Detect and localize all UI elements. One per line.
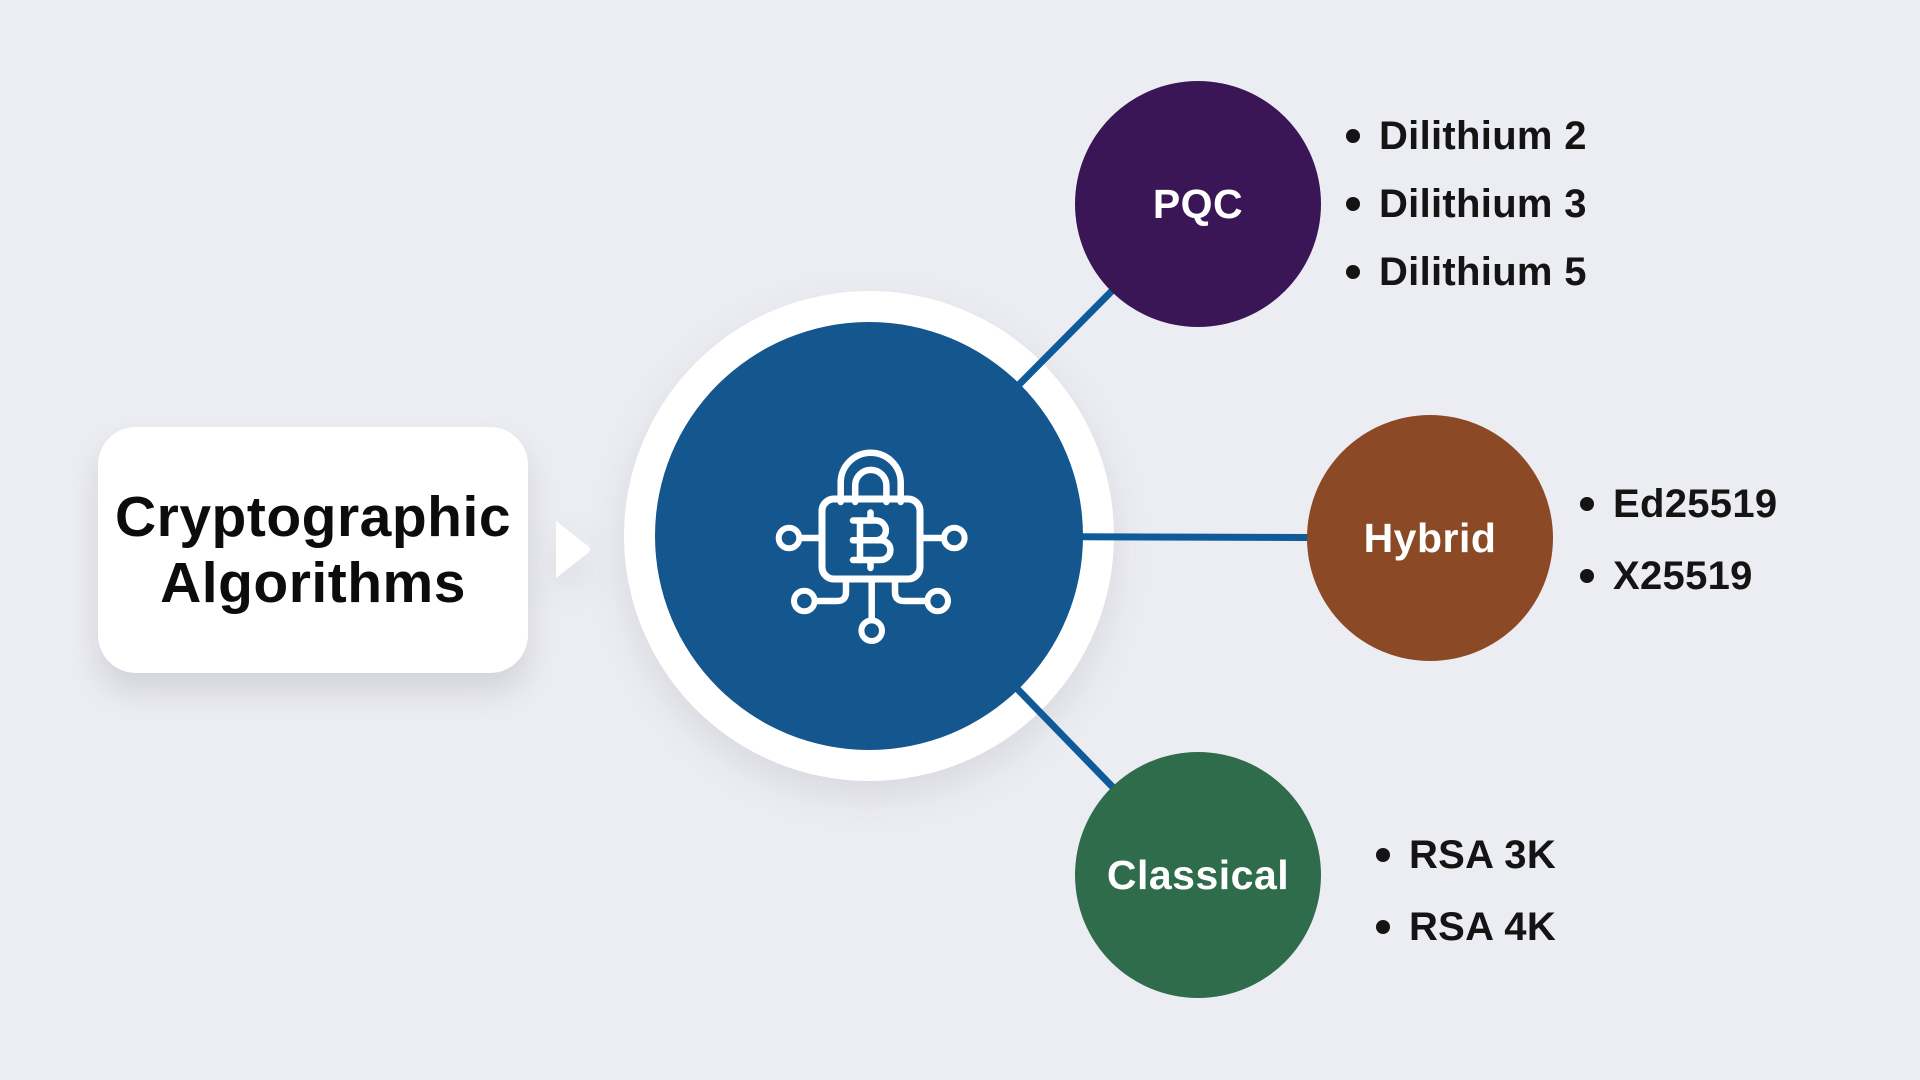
list-item: Dilithium 3 [1346,170,1587,238]
list-item: X25519 [1580,540,1777,612]
hybrid-circle [1307,415,1553,661]
bubble-tail [556,521,590,578]
circuit-lines [799,534,945,621]
circuit-node-dots [775,524,968,644]
lock-shackle-inner [851,466,890,506]
classical-item-list: RSA 3K RSA 4K [1376,819,1556,963]
bullet-dot [1580,497,1594,511]
center-circle [655,322,1083,750]
list-item: Dilithium 5 [1346,238,1587,306]
bitcoin-symbol [849,509,894,572]
list-item: Ed25519 [1580,468,1777,540]
bullet-dot [1346,265,1360,279]
classical-circle [1075,752,1321,998]
bullet-dot [1376,920,1390,934]
list-item-label: RSA 4K [1409,904,1557,949]
list-item: RSA 4K [1376,891,1556,963]
pqc-label: PQC [1152,180,1244,227]
list-item: RSA 3K [1376,819,1556,891]
list-item-label: Dilithium 3 [1379,181,1587,226]
pqc-circle [1075,81,1321,327]
list-item-label: X25519 [1613,553,1753,598]
list-item-label: RSA 3K [1409,832,1557,877]
page-title: Cryptographic Algorithms [114,484,512,615]
classical-label: Classical [1106,851,1290,898]
lock-shackle-outer [837,449,904,506]
title-bubble: Cryptographic Algorithms [98,427,528,673]
hybrid-item-list: Ed25519 X25519 [1580,468,1777,612]
list-item: Dilithium 2 [1346,102,1587,170]
bullet-dot [1376,848,1390,862]
bullet-dot [1580,569,1594,583]
bullet-dot [1346,129,1360,143]
list-item-label: Dilithium 2 [1379,113,1587,158]
list-item-label: Dilithium 5 [1379,249,1587,294]
hybrid-label: Hybrid [1363,514,1497,561]
bullet-dot [1346,197,1360,211]
bitcoin-lock-circuit-icon [775,449,968,644]
list-item-label: Ed25519 [1613,481,1778,526]
pqc-item-list: Dilithium 2 Dilithium 3 Dilithium 5 [1346,102,1587,306]
